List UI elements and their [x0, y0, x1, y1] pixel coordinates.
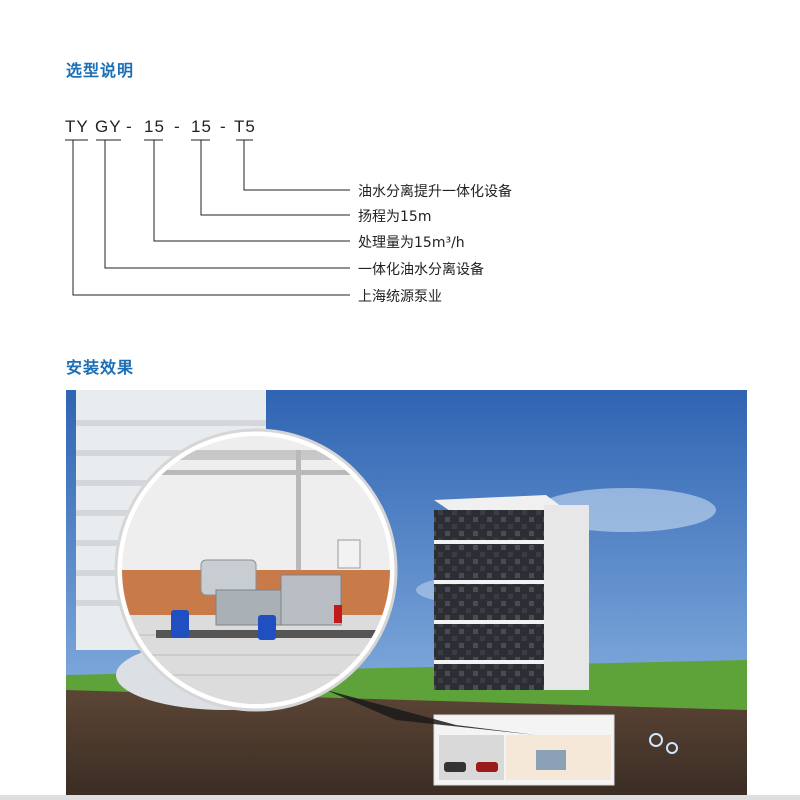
section-title-selection: 选型说明 — [66, 61, 135, 80]
code-separator: - — [126, 117, 133, 136]
code-part-ty: TY — [65, 117, 89, 136]
code-part-gy: GY — [95, 117, 122, 136]
desc-gy: 一体化油水分离设备 — [358, 262, 484, 278]
desc-t5: 油水分离提升一体化设备 — [358, 184, 512, 200]
bottom-divider — [0, 795, 800, 800]
code-connector-lines — [65, 139, 350, 296]
dark-tower — [434, 495, 589, 690]
desc-ty: 上海统源泵业 — [358, 289, 442, 305]
code-part-flow: 15 — [144, 117, 165, 136]
installation-scene-svg — [66, 390, 747, 795]
desc-flow: 处理量为15m³/h — [358, 235, 465, 251]
basement-cutaway — [433, 714, 615, 786]
code-separator: - — [220, 117, 227, 136]
code-part-t5: T5 — [234, 117, 256, 136]
connector-flow — [153, 140, 350, 242]
connector-head — [200, 140, 350, 216]
connector-ty — [72, 140, 350, 296]
code-part-head: 15 — [191, 117, 212, 136]
code-separator: - — [174, 117, 181, 136]
connector-t5 — [243, 140, 350, 191]
desc-head: 扬程为15m — [358, 209, 432, 225]
connector-gy — [104, 140, 350, 269]
section-title-installation: 安装效果 — [66, 358, 135, 377]
installation-illustration — [66, 390, 747, 795]
